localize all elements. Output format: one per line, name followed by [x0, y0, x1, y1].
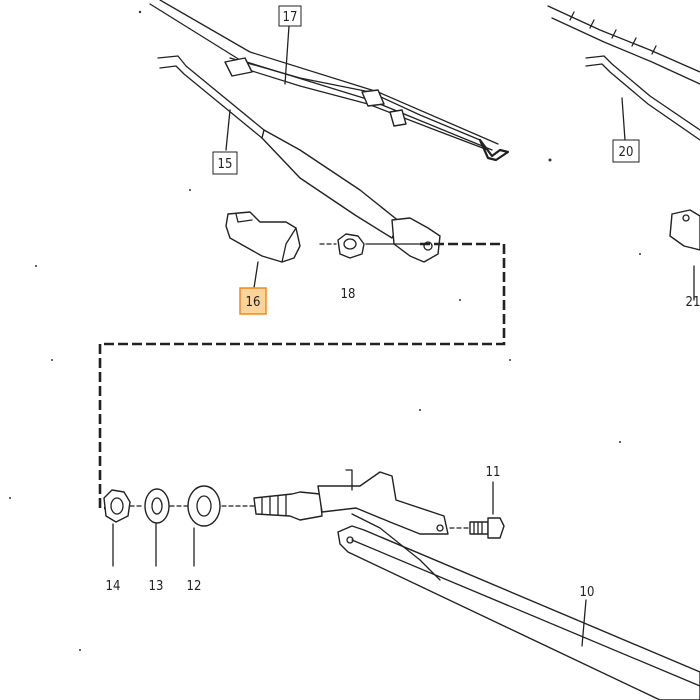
label-15: 15 — [212, 151, 238, 175]
leader-16 — [253, 261, 259, 289]
wiper-arm-15[interactable] — [157, 55, 441, 263]
label-12: 12 — [187, 579, 202, 594]
bolt-11[interactable] — [469, 481, 505, 539]
label-14: 14 — [106, 579, 121, 594]
label-10: 10 — [580, 585, 595, 600]
svg-text:16: 16 — [246, 295, 261, 310]
leader-10 — [581, 599, 587, 647]
svg-text:17: 17 — [283, 10, 298, 25]
label-11: 11 — [486, 465, 501, 480]
print-specks — [9, 10, 641, 651]
wiper-blade-17[interactable] — [149, 0, 510, 162]
linkage-10[interactable] — [221, 469, 700, 700]
label-20: 20 — [612, 139, 640, 163]
cap-21[interactable] — [669, 209, 700, 251]
connector-dashed-line — [98, 242, 506, 510]
nut-14[interactable] — [103, 489, 131, 567]
nut-18[interactable] — [319, 233, 421, 259]
leader-17 — [284, 25, 290, 85]
label-21: 21 — [686, 295, 700, 310]
cap-16[interactable] — [225, 211, 301, 263]
washer-13[interactable] — [129, 488, 170, 567]
wiper-arm-20[interactable] — [547, 5, 700, 141]
svg-text:20: 20 — [619, 145, 634, 160]
label-18: 18 — [341, 287, 356, 302]
leader-20 — [621, 97, 626, 141]
svg-text:15: 15 — [218, 157, 233, 172]
seal-12[interactable] — [169, 485, 221, 567]
leader-15 — [225, 109, 231, 151]
label-16: 16 — [239, 287, 267, 315]
label-13: 13 — [149, 579, 164, 594]
label-17: 17 — [278, 5, 302, 27]
